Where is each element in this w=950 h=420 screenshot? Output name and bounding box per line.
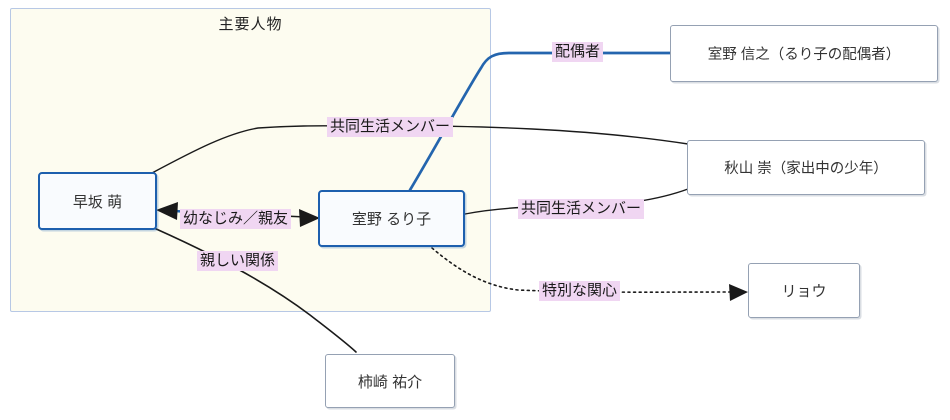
edge-label-close-relationship: 親しい関係: [197, 251, 279, 271]
edge-label-cohabit-2: 共同生活メンバー: [518, 199, 645, 219]
special-interest-arrowhead: [729, 284, 748, 301]
group-title: 主要人物: [218, 16, 283, 33]
node-label: 柿崎 祐介: [357, 373, 423, 391]
friend-arrowhead-right: [299, 209, 320, 227]
node-akiyama-takashi[interactable]: 秋山 崇（家出中の少年）: [687, 140, 925, 195]
node-kakizaki-yusuke[interactable]: 柿崎 祐介: [325, 354, 455, 408]
edge-label-cohabit-1: 共同生活メンバー: [327, 117, 454, 137]
node-label: リョウ: [781, 283, 827, 300]
node-label: 早坂 萌: [72, 193, 123, 211]
node-ryo[interactable]: リョウ: [748, 263, 860, 318]
node-label: 秋山 崇（家出中の少年）: [724, 161, 888, 177]
node-label: 室野 信之（るり子の配偶者）: [707, 47, 901, 63]
node-murono-ruriko[interactable]: 室野 るり子: [318, 190, 465, 247]
edge-label-spouse: 配偶者: [552, 42, 604, 62]
node-hayasaka-moe[interactable]: 早坂 萌: [38, 172, 157, 230]
edge-label-childhood-friend: 幼なじみ／親友: [180, 209, 292, 229]
edge-spouse: [408, 51, 672, 192]
friend-arrowhead-left: [156, 202, 178, 220]
edge-label-special-interest: 特別な関心: [539, 281, 621, 301]
edge-close-relationship: [153, 227, 357, 353]
node-label: 室野 るり子: [351, 211, 432, 228]
node-murono-nobuyuki[interactable]: 室野 信之（るり子の配偶者）: [670, 25, 938, 82]
